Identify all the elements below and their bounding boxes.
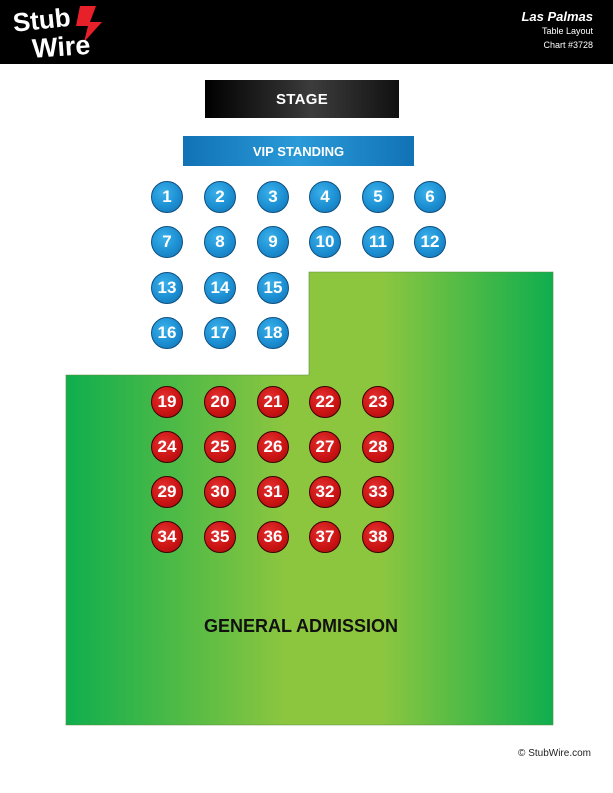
table-4[interactable]: 4 [309,181,341,213]
table-37[interactable]: 37 [309,521,341,553]
table-35[interactable]: 35 [204,521,236,553]
table-29[interactable]: 29 [151,476,183,508]
table-8[interactable]: 8 [204,226,236,258]
venue-info: Las Palmas Table Layout Chart #3728 [521,9,593,52]
logo-text-bottom: Wire [31,30,91,62]
table-15[interactable]: 15 [257,272,289,304]
table-3[interactable]: 3 [257,181,289,213]
stage: STAGE [205,80,399,118]
table-18[interactable]: 18 [257,317,289,349]
table-9[interactable]: 9 [257,226,289,258]
table-23[interactable]: 23 [362,386,394,418]
table-17[interactable]: 17 [204,317,236,349]
table-36[interactable]: 36 [257,521,289,553]
table-11[interactable]: 11 [362,226,394,258]
header-bar: Stub Wire Las Palmas Table Layout Chart … [0,0,613,64]
table-38[interactable]: 38 [362,521,394,553]
table-27[interactable]: 27 [309,431,341,463]
table-1[interactable]: 1 [151,181,183,213]
general-admission-label: GENERAL ADMISSION [203,616,399,636]
logo-bolt-icon [76,6,102,42]
table-13[interactable]: 13 [151,272,183,304]
table-2[interactable]: 2 [204,181,236,213]
layout-subtitle: Table Layout [541,26,593,36]
table-14[interactable]: 14 [204,272,236,304]
table-21[interactable]: 21 [257,386,289,418]
table-28[interactable]: 28 [362,431,394,463]
table-34[interactable]: 34 [151,521,183,553]
table-20[interactable]: 20 [204,386,236,418]
table-5[interactable]: 5 [362,181,394,213]
venue-name: Las Palmas [521,9,593,24]
table-6[interactable]: 6 [414,181,446,213]
table-22[interactable]: 22 [309,386,341,418]
copyright: © StubWire.com [518,748,591,759]
table-30[interactable]: 30 [204,476,236,508]
table-19[interactable]: 19 [151,386,183,418]
vip-standing-area: VIP STANDING [183,136,414,166]
table-33[interactable]: 33 [362,476,394,508]
table-25[interactable]: 25 [204,431,236,463]
table-16[interactable]: 16 [151,317,183,349]
table-24[interactable]: 24 [151,431,183,463]
chart-id: Chart #3728 [543,40,593,50]
table-12[interactable]: 12 [414,226,446,258]
table-10[interactable]: 10 [309,226,341,258]
table-31[interactable]: 31 [257,476,289,508]
logo-text-top: Stub [11,2,72,38]
table-26[interactable]: 26 [257,431,289,463]
stubwire-logo: Stub Wire [11,2,102,62]
table-7[interactable]: 7 [151,226,183,258]
table-32[interactable]: 32 [309,476,341,508]
